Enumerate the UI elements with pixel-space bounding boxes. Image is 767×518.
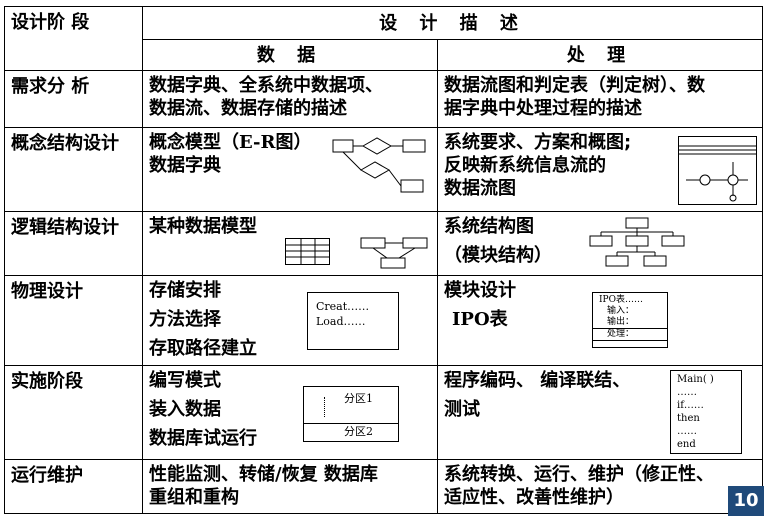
header-stage: 设计阶 段 bbox=[11, 12, 90, 33]
box-text: Load…… bbox=[316, 315, 366, 328]
table-row: 需求分 析 数据字典、全系统中数据项、 数据流、数据存储的描述 数据流图和判定表… bbox=[4, 70, 763, 128]
process-text: 数据流图 bbox=[444, 178, 516, 199]
data-text: 编写模式 bbox=[149, 370, 221, 391]
code-line: …… bbox=[677, 426, 697, 437]
process-text: 系统转换、运行、维护（修正性、 bbox=[444, 464, 714, 485]
ipo-title: IPO表…… bbox=[599, 295, 643, 305]
table-row: 物理设计 存储安排 方法选择 存取路径建立 Creat…… Load…… 模块设… bbox=[4, 275, 763, 366]
process-text: 据字典中处理过程的描述 bbox=[444, 98, 642, 119]
stage-label: 概念结构设计 bbox=[11, 133, 119, 154]
process-text: 数据流图和判定表（判定树）、数 bbox=[444, 75, 705, 96]
structure-chart-figure bbox=[589, 217, 685, 267]
page-number-badge: 10 bbox=[728, 486, 764, 516]
data-text: 存储安排 bbox=[149, 280, 221, 301]
storage-definition-box: Creat…… Load…… bbox=[307, 292, 399, 350]
data-text: 数据字典、全系统中数据项、 bbox=[149, 75, 383, 96]
data-text: 装入数据 bbox=[149, 399, 221, 420]
code-line: end bbox=[677, 439, 696, 450]
process-text: 系统结构图 bbox=[444, 216, 534, 237]
process-text: 模块设计 bbox=[444, 280, 516, 301]
process-text: 适应性、改善性维护） bbox=[444, 487, 624, 508]
partition-label: 分区2 bbox=[344, 425, 373, 438]
data-text: 方法选择 bbox=[149, 309, 221, 330]
partition-divider bbox=[304, 423, 398, 424]
ipo-process: 处理： bbox=[593, 328, 667, 341]
stage-label: 运行维护 bbox=[11, 465, 83, 486]
data-text: 数据字典 bbox=[149, 155, 221, 176]
process-text: 测试 bbox=[444, 399, 480, 420]
dataflow-diagram-figure bbox=[678, 136, 757, 205]
ipo-input: 输入： bbox=[607, 306, 635, 316]
code-line: …… bbox=[677, 387, 697, 398]
data-text: 概念模型（E-R图） bbox=[149, 132, 312, 153]
code-line: if…… bbox=[677, 400, 704, 411]
header-process: 处 理 bbox=[437, 39, 763, 71]
header-description: 设 计 描 述 bbox=[142, 6, 763, 40]
table-row: 实施阶段 编写模式 装入数据 数据库试运行 分区1 分区2 程序编码、 编译联结… bbox=[4, 365, 763, 460]
design-stages-table: 设计阶 段 设 计 描 述 数 据 处 理 需求分 析 数据字典、全系统中数据项… bbox=[4, 6, 763, 514]
stage-label: 需求分 析 bbox=[11, 76, 90, 97]
stage-label: 实施阶段 bbox=[11, 371, 83, 392]
process-text: 程序编码、 编译联结、 bbox=[444, 370, 631, 391]
table-row: 概念结构设计 概念模型（E-R图） 数据字典 bbox=[4, 127, 763, 212]
table-row: 逻辑结构设计 某种数据模型 bbox=[4, 211, 763, 276]
process-text: IPO表 bbox=[452, 309, 508, 330]
ipo-table-box: IPO表…… 输入： 输出： 处理： bbox=[592, 292, 668, 348]
ipo-output: 输出： bbox=[607, 317, 635, 327]
box-text: Creat…… bbox=[316, 300, 370, 313]
data-text: 性能监测、转储/恢复 数据库 bbox=[149, 464, 378, 485]
er-diagram-figure bbox=[332, 137, 426, 193]
data-text: 某种数据模型 bbox=[149, 216, 257, 237]
table-row: 运行维护 性能监测、转储/恢复 数据库 重组和重构 系统转换、运行、维护（修正性… bbox=[4, 459, 763, 514]
data-model-figure bbox=[285, 237, 428, 269]
data-text: 数据流、数据存储的描述 bbox=[149, 98, 347, 119]
header-data: 数 据 bbox=[142, 39, 438, 71]
data-text: 存取路径建立 bbox=[149, 338, 257, 359]
data-text: 重组和重构 bbox=[149, 487, 239, 508]
code-line: Main( ) bbox=[677, 374, 714, 385]
process-text: （模块结构） bbox=[444, 245, 552, 266]
program-code-box: Main( ) …… if…… then …… end bbox=[670, 370, 742, 454]
data-text: 数据库试运行 bbox=[149, 428, 257, 449]
process-text: 反映新系统信息流的 bbox=[444, 155, 606, 176]
code-line: then bbox=[677, 413, 700, 424]
header-stage-cell: 设计阶 段 bbox=[4, 6, 143, 71]
stage-label: 逻辑结构设计 bbox=[11, 217, 119, 238]
stage-label: 物理设计 bbox=[11, 281, 83, 302]
partition-dotted-line bbox=[324, 397, 325, 417]
partition-box: 分区1 分区2 bbox=[303, 386, 399, 442]
process-text: 系统要求、方案和概图; bbox=[444, 132, 632, 153]
partition-label: 分区1 bbox=[344, 392, 373, 405]
